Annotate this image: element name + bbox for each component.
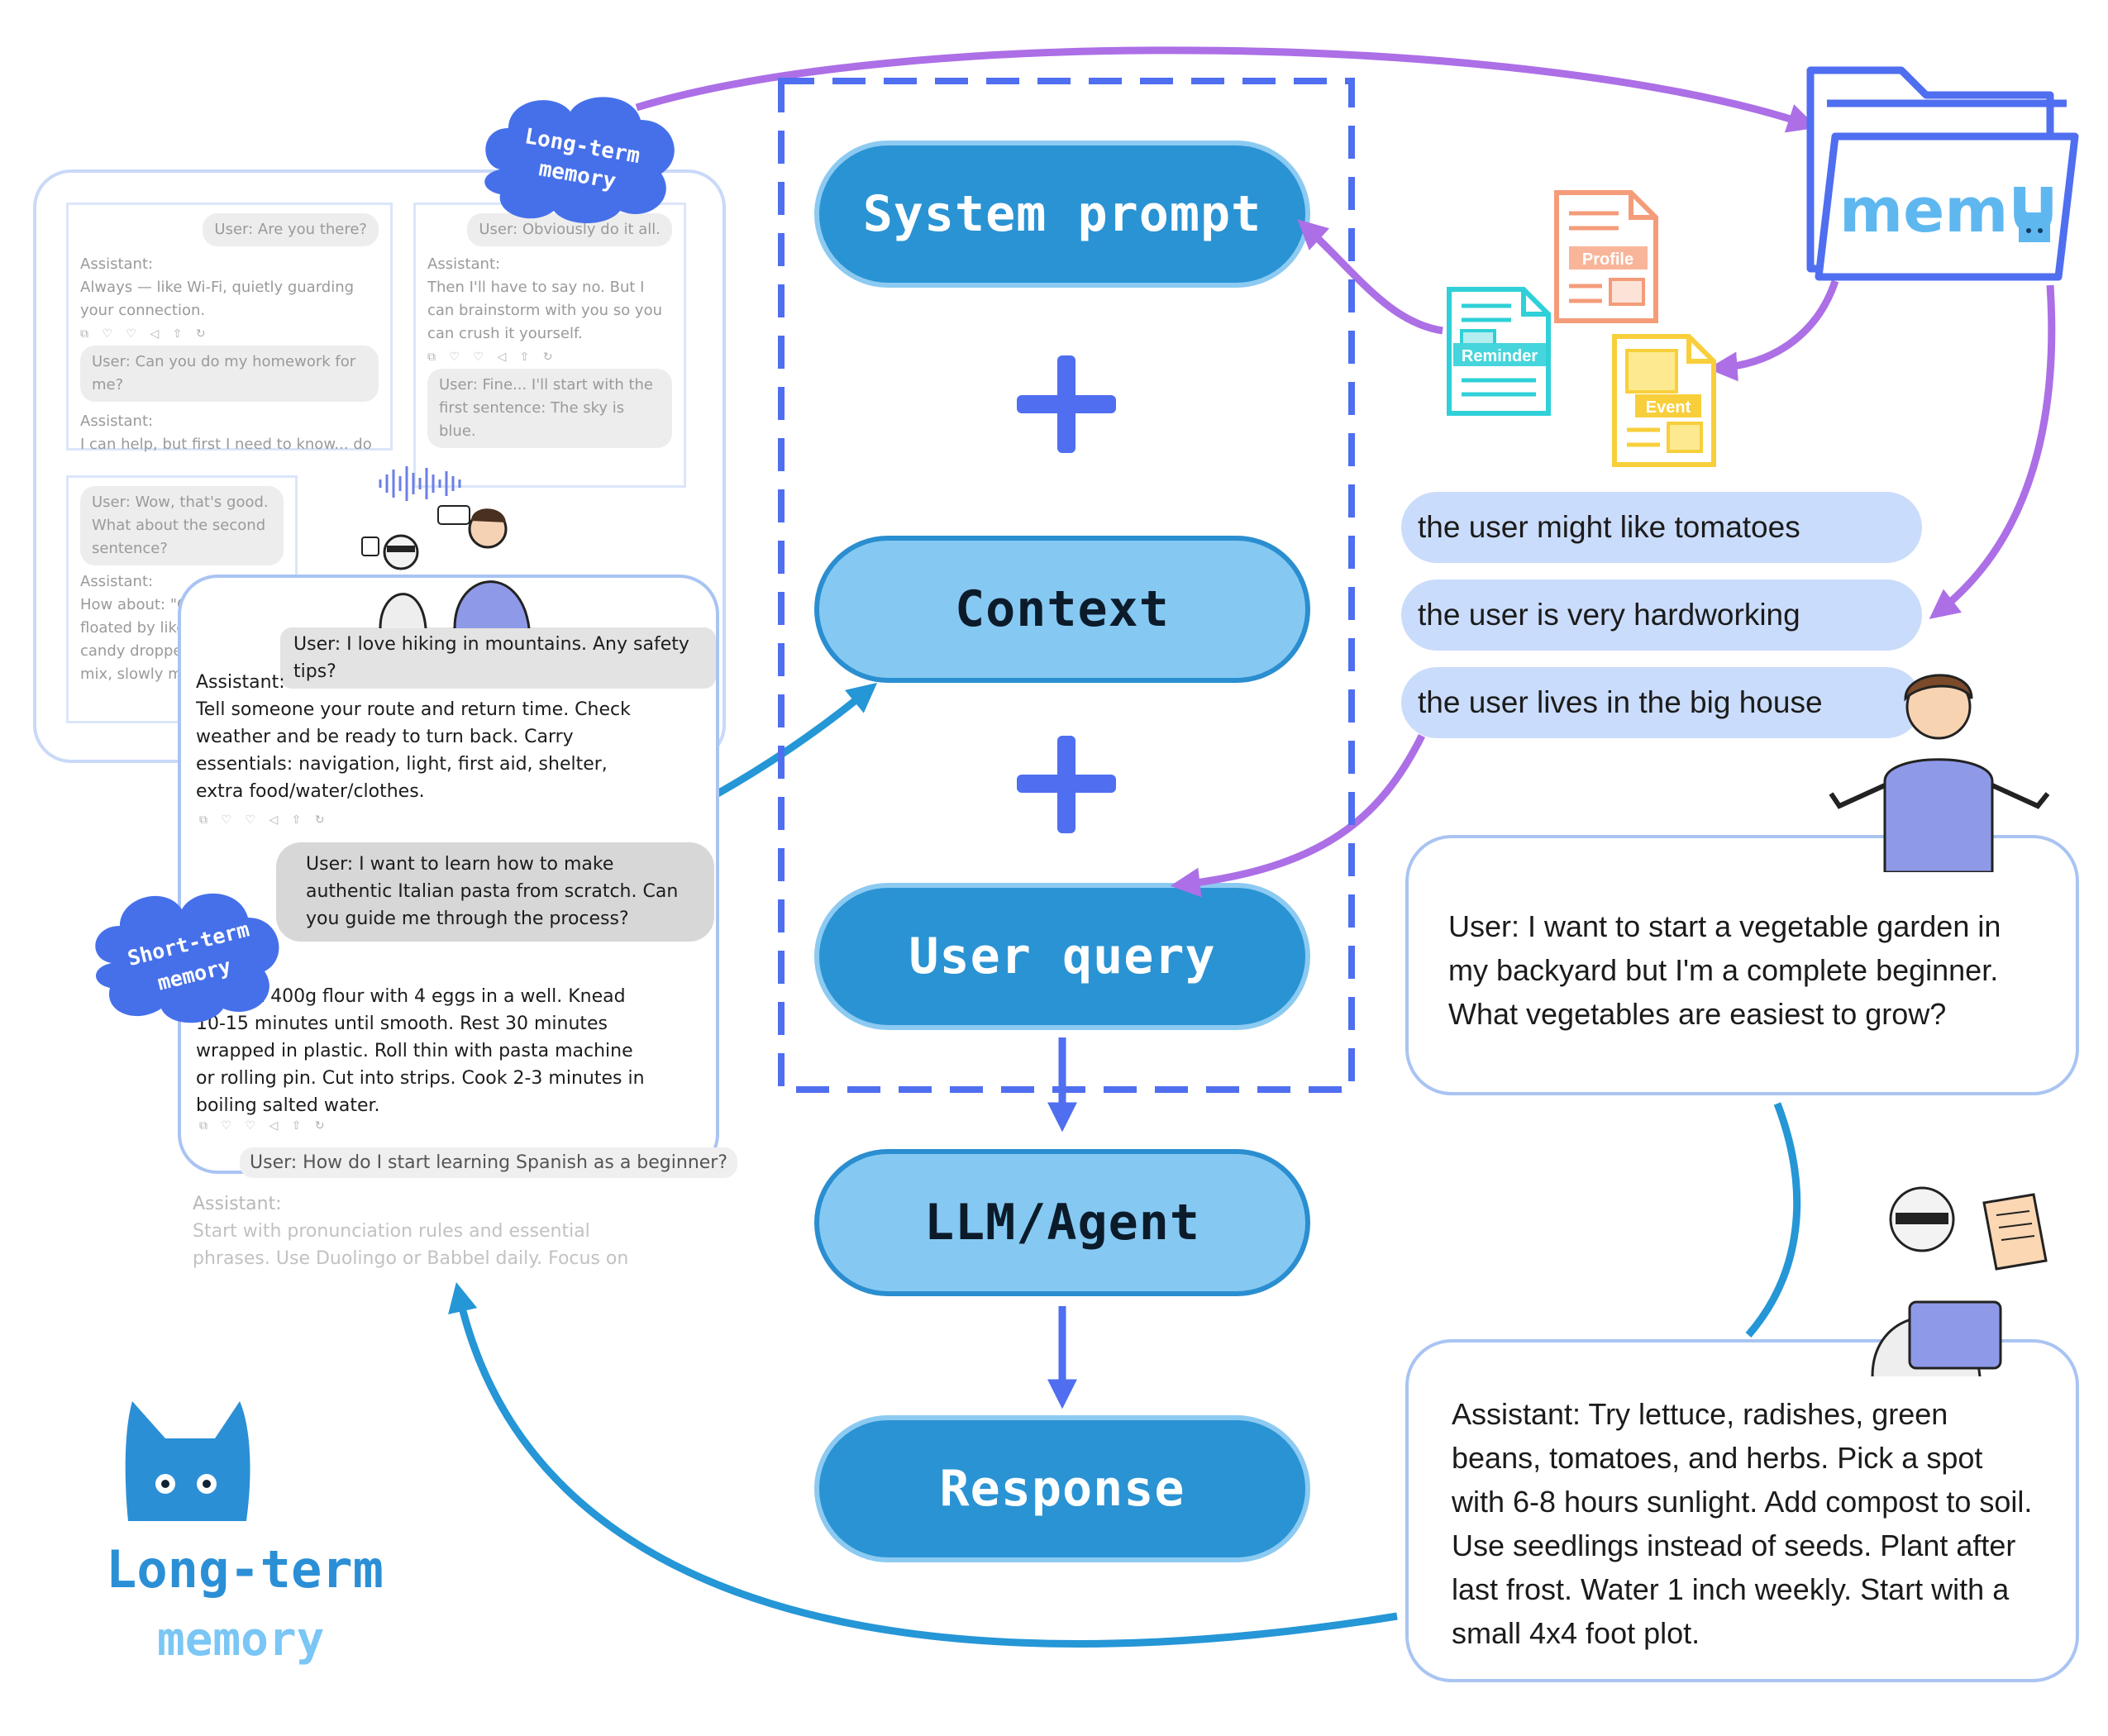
profile-document-icon: Profile xyxy=(1554,190,1658,323)
arrow-memories-to-user-query xyxy=(1170,733,1426,898)
arrow-cloud-to-memu xyxy=(635,46,1818,133)
user-message: User: How do I start learning Spanish as… xyxy=(240,1147,738,1178)
person-icon xyxy=(437,505,531,628)
arrow-response-to-chat xyxy=(448,1281,1398,1648)
user-query-label: User query xyxy=(909,928,1216,985)
assistant-message: I can help, but first I need to know... … xyxy=(80,436,372,453)
reminder-label: Reminder xyxy=(1462,347,1538,365)
profile-label: Profile xyxy=(1582,250,1633,269)
memory-item-label: the user might like tomatoes xyxy=(1418,510,1800,544)
arrow-memu-to-docs xyxy=(1707,279,1839,382)
short-term-memory-cloud: Short-term memory xyxy=(95,893,279,1023)
user-message: User: Wow, that's good. What about the s… xyxy=(80,486,284,565)
logo-line1: Long-term xyxy=(106,1539,384,1600)
user-message: User: Can you do my homework for me? xyxy=(80,346,379,402)
response-node: Response xyxy=(814,1415,1310,1562)
llm-agent-label: LLM/Agent xyxy=(923,1194,1201,1252)
long-term-memory-logo: Long-term memory xyxy=(106,1401,384,1667)
long-term-memory-cloud: Long-term memory xyxy=(484,97,675,223)
memory-item-label: the user lives in the big house xyxy=(1418,685,1823,719)
assistant-response-box: Assistant: Try lettuce, radishes, green … xyxy=(1405,1339,2079,1682)
assistant-message: Always — like Wi-Fi, quietly guarding yo… xyxy=(80,279,355,319)
user-message: User: I love hiking in mountains. Any sa… xyxy=(280,627,716,689)
event-label: Event xyxy=(1646,398,1691,417)
message-actions-icon: ⧉ ♡ ♡ ◁ ⇧ ↻ xyxy=(80,327,211,341)
cat-icon xyxy=(2019,201,2050,242)
system-prompt-label: System prompt xyxy=(862,185,1262,243)
cat-icon xyxy=(125,1401,250,1521)
system-prompt-node: System prompt xyxy=(814,141,1310,288)
chat-pane-1: User: Are you there? Assistant: Always —… xyxy=(66,203,393,453)
waveform-icon xyxy=(379,466,461,501)
memory-item: the user lives in the big house xyxy=(1401,667,1922,738)
user-message: User: I want to learn how to make authen… xyxy=(276,842,714,942)
user-message: User: Are you there? xyxy=(203,213,379,246)
assistant-label: Assistant: xyxy=(80,255,154,273)
user-query-box: User: I want to start a vegetable garden… xyxy=(1405,835,2079,1095)
user-message: User: Fine... I'll start with the first … xyxy=(427,369,672,448)
llm-agent-node: LLM/Agent xyxy=(814,1149,1310,1296)
memory-item: the user might like tomatoes xyxy=(1401,492,1922,563)
assistant-label: Assistant: xyxy=(427,255,501,273)
assistant-message: Tell someone your route and return time.… xyxy=(196,699,631,802)
memory-item: the user is very hardworking xyxy=(1401,579,1922,651)
assistant-label: Assistant: xyxy=(80,413,154,430)
plus-icon-1 xyxy=(1017,355,1116,453)
message-actions-icon: ⧉ ♡ ♡ ◁ ⇧ ↻ xyxy=(199,1119,330,1133)
assistant-label: Assistant: xyxy=(80,573,154,590)
assistant-message: Mix 400g flour with 4 eggs in a well. Kn… xyxy=(196,986,645,1116)
connector-user-to-assistant xyxy=(1745,1102,1801,1338)
assistant-label: Assistant: xyxy=(193,1194,282,1214)
event-document-icon: Event xyxy=(1612,334,1716,467)
plus-icon-2 xyxy=(1017,736,1116,833)
robot-icon xyxy=(361,534,427,628)
assistant-label: Assistant: xyxy=(196,672,285,693)
logo-line2: memory xyxy=(157,1613,324,1667)
assistant-message: Start with pronunciation rules and essen… xyxy=(193,1221,629,1269)
shrugging-person-illustration xyxy=(1829,674,2050,872)
memu-folder-icon: memU xyxy=(1806,66,2079,281)
arrow-docs-to-system-prompt xyxy=(1297,219,1443,335)
context-label: Context xyxy=(955,580,1170,638)
reminder-document-icon: Reminder xyxy=(1447,287,1551,416)
context-dashed-frame xyxy=(778,78,1355,1093)
conversation-illustration xyxy=(361,466,531,628)
message-actions-icon: ⧉ ♡ ♡ ◁ ⇧ ↻ xyxy=(427,351,558,364)
arrow-memu-to-memories xyxy=(1929,284,2056,619)
robot-with-documents-illustration xyxy=(1871,1186,2048,1376)
memory-item-label: the user is very hardworking xyxy=(1418,598,1800,632)
user-query-node: User query xyxy=(814,883,1310,1030)
assistant-message: Then I'll have to say no. But I can brai… xyxy=(427,279,663,342)
context-node: Context xyxy=(814,536,1310,683)
chat-pane-2: User: Obviously do it all. Assistant: Th… xyxy=(413,203,686,488)
message-actions-icon: ⧉ ♡ ♡ ◁ ⇧ ↻ xyxy=(199,813,330,827)
short-term-chat-window: User: I love hiking in mountains. Any sa… xyxy=(178,575,719,1174)
response-label: Response xyxy=(939,1460,1185,1518)
